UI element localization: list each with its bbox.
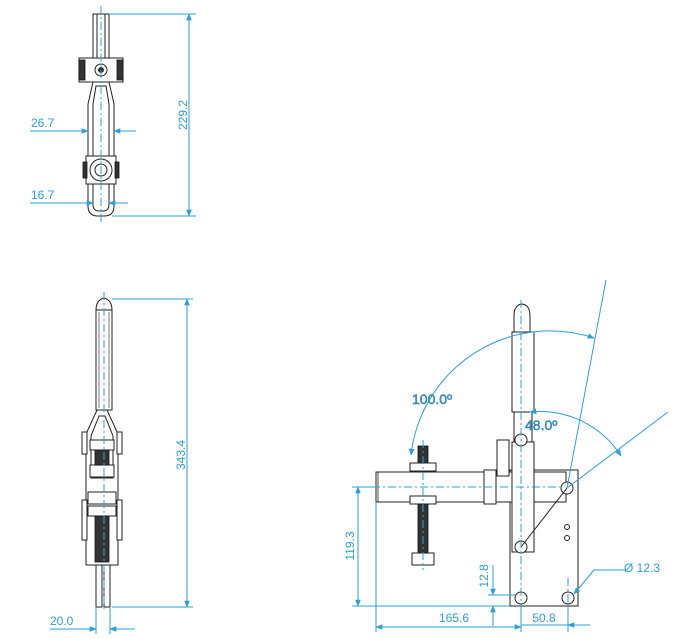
- dim-front-base: 50.8: [532, 611, 556, 625]
- dim-top-width-b: 16.7: [31, 188, 55, 202]
- side-view: [81, 292, 123, 612]
- dim-front-base-height: 12.8: [477, 564, 491, 588]
- front-view-dimensions: 119.3 12.8 165.6 50.8 Ø 12.3: [343, 486, 660, 632]
- dim-front-reach: 165.6: [439, 611, 469, 625]
- front-view-angles: 100.0º 48.0º: [408, 279, 669, 489]
- angle-open-label: 100.0º: [412, 391, 452, 407]
- dim-side-height: 343.4: [174, 440, 188, 470]
- top-view-dimensions: 229.2 26.7 16.7: [30, 13, 196, 217]
- dim-top-height: 229.2: [176, 100, 190, 130]
- dim-hole-diameter: Ø 12.3: [624, 561, 660, 575]
- front-view: [356, 300, 579, 626]
- side-view-dimensions: 343.4 20.0: [50, 298, 193, 634]
- dim-top-width-a: 26.7: [31, 116, 55, 130]
- angle-handle-label: 48.0º: [525, 417, 557, 433]
- top-view: [78, 6, 124, 222]
- dim-side-width: 20.0: [50, 614, 74, 628]
- dim-front-height: 119.3: [343, 531, 357, 560]
